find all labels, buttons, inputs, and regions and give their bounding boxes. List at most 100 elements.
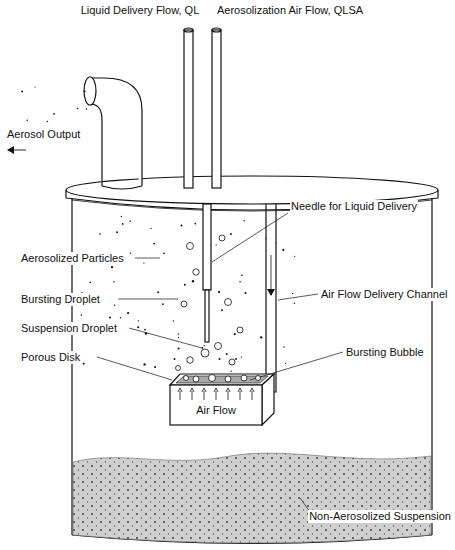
droplet: [237, 327, 243, 333]
part-label: Suspension Droplet: [20, 322, 118, 335]
aerosol-particle: [285, 363, 286, 364]
aerosol-particle: [221, 309, 223, 311]
aerosol-particle: [177, 333, 178, 334]
aerosol-particle: [282, 249, 284, 251]
aerosol-particle: [83, 363, 85, 365]
aerosol-particle: [294, 256, 295, 257]
droplet: [201, 349, 209, 357]
aerosol-particle: [53, 113, 55, 115]
air-arrow: [178, 388, 182, 392]
aerosol-particle: [260, 336, 262, 338]
droplet: [176, 366, 181, 371]
droplet: [209, 375, 216, 382]
aerosol-particle: [226, 353, 228, 355]
droplet: [193, 376, 199, 382]
aerosol-particle: [178, 347, 180, 349]
aerosol-particle: [150, 228, 151, 229]
droplet: [225, 299, 232, 306]
aerosol-particle: [121, 216, 122, 217]
aerosol-particle: [243, 220, 244, 221]
aerosol-particle: [153, 243, 155, 245]
air-arrow: [228, 391, 229, 400]
aerosol-particle: [114, 305, 115, 306]
aerosol-particle: [113, 281, 114, 282]
aerosol-particle: [138, 320, 139, 321]
aerosol-particle: [47, 121, 49, 123]
air-arrow: [252, 391, 253, 400]
aerosol-particle: [130, 253, 131, 254]
aerosol-particle: [143, 363, 145, 365]
aerosol-particle: [116, 231, 118, 233]
droplet: [219, 235, 225, 241]
part-label: Porous Disk: [20, 351, 81, 364]
aerosol-particle: [192, 280, 194, 282]
air-arrow: [214, 388, 218, 392]
aerosol-particle: [173, 358, 175, 360]
flow-label: Liquid Delivery Flow, QL: [80, 4, 201, 17]
aerosol-particle: [292, 293, 293, 294]
air-arrow: [180, 391, 181, 400]
aerosol-particle: [239, 281, 241, 283]
droplet: [256, 376, 261, 381]
air-arrow: [216, 391, 217, 400]
droplet: [187, 243, 194, 250]
aerosol-particle: [27, 120, 29, 122]
air-arrow: [190, 388, 194, 392]
aerosol-particle: [154, 366, 156, 368]
aerosol-particle: [231, 371, 232, 372]
node-text: Air Flow: [196, 404, 236, 417]
aerosol-particle: [241, 356, 242, 357]
aerosol-particle: [244, 292, 246, 294]
aerosol-particle: [81, 314, 83, 316]
droplet: [225, 376, 231, 382]
air-arrow: [250, 388, 254, 392]
aerosol-particle: [234, 333, 236, 335]
aerosol-particle: [129, 220, 131, 222]
aerosol-particle: [265, 238, 266, 239]
aerosol-particle: [84, 90, 86, 92]
aerosol-particle: [99, 233, 101, 235]
aerosol-particle: [122, 223, 124, 225]
aerosol-particle: [178, 337, 179, 338]
aerosol-particle: [137, 326, 139, 328]
aerosol-particle: [162, 303, 164, 305]
aerosol-particle: [77, 108, 79, 110]
aerosol-particle: [173, 320, 174, 321]
porous-disk-box: Air Flow: [171, 404, 261, 417]
aerosol-particle: [21, 91, 23, 93]
aerosol-particle: [230, 233, 232, 235]
part-label: Non-Aerosolized Suspension: [308, 510, 452, 523]
aerosol-particle: [34, 86, 35, 87]
aerosol-particle: [216, 244, 217, 245]
output-label: Aerosol Output: [6, 128, 81, 141]
part-label: Air Flow Delivery Channel: [320, 288, 449, 301]
aerosol-particle: [283, 346, 284, 347]
aerosol-particle: [194, 223, 196, 225]
aerosol-particle: [143, 262, 144, 263]
aerosol-particle: [145, 332, 147, 334]
aerosol-particle: [86, 108, 87, 109]
aerosol-particle: [89, 282, 91, 284]
air-arrow: [204, 391, 205, 400]
part-label: Aerosolized Particles: [20, 252, 125, 265]
aerosol-particle: [204, 345, 205, 346]
aerosol-particle: [275, 242, 276, 243]
aerosol-particle: [181, 224, 183, 226]
droplet: [193, 269, 199, 275]
aerosol-particle: [120, 317, 122, 319]
aerosol-particle: [111, 266, 113, 268]
aerosol-particle: [157, 291, 159, 293]
part-label: Needle for Liquid Delivery: [290, 200, 418, 213]
aerosol-particle: [218, 358, 220, 360]
aerosol-particle: [127, 312, 129, 314]
air-arrow: [238, 388, 242, 392]
flow-label: Aerosolization Air Flow, QLSA: [216, 4, 364, 17]
aerosol-particle: [202, 347, 204, 349]
part-label: Bursting Droplet: [20, 293, 101, 306]
air-arrow: [226, 388, 230, 392]
air-arrow: [192, 391, 193, 400]
part-label: Bursting Bubble: [345, 346, 425, 359]
aerosol-particle: [294, 303, 296, 305]
